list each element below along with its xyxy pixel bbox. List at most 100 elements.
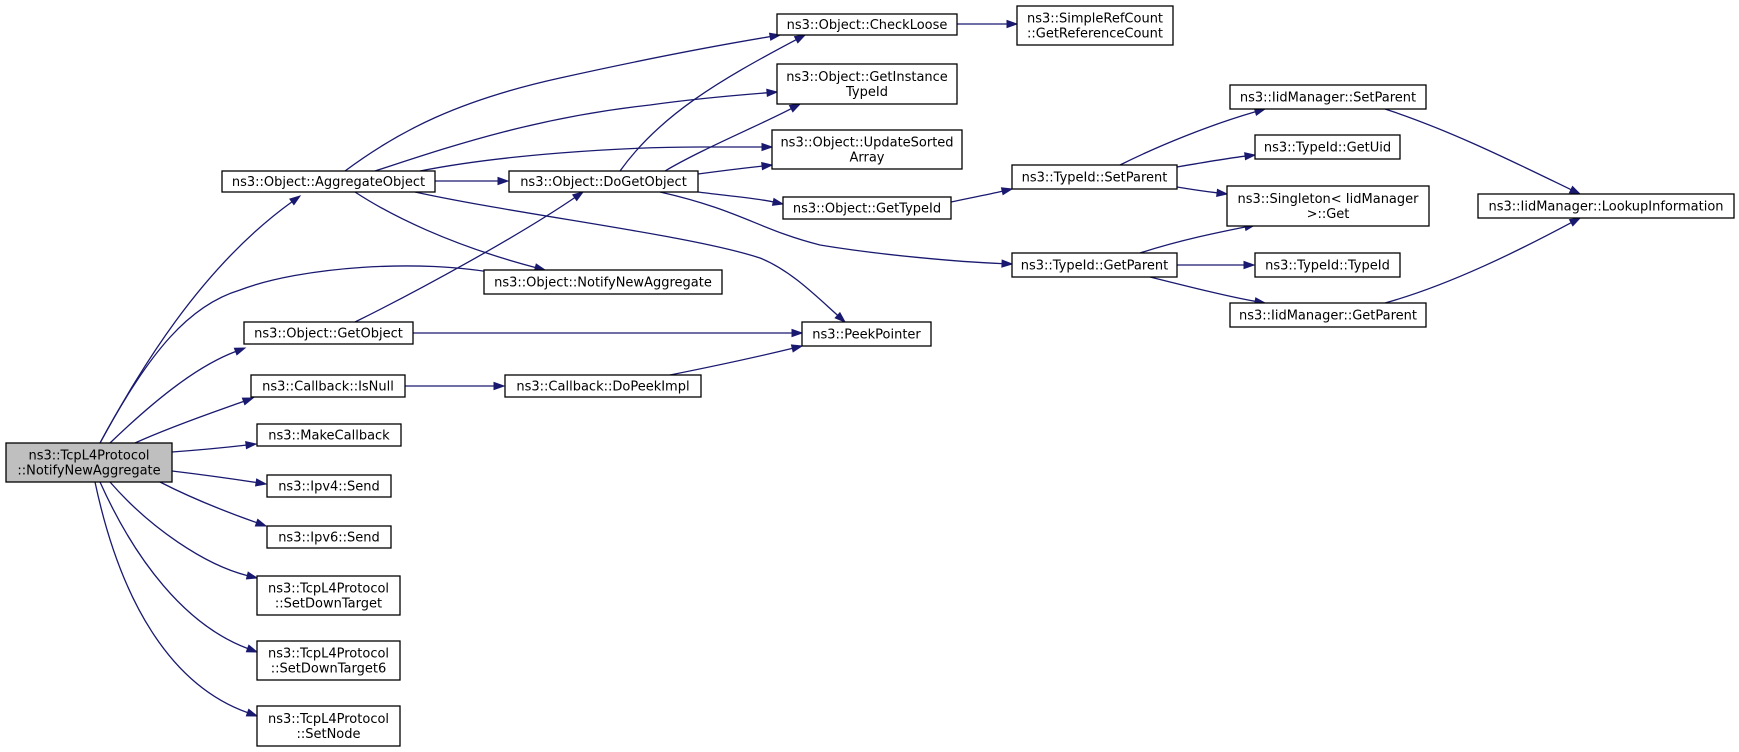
node-box[interactable] — [256, 705, 401, 747]
edges-layer — [94, 19, 1582, 717]
node-set-down-target[interactable]: ns3::TcpL4Protocol::SetDownTarget — [256, 575, 401, 616]
node-typeid-set-parent[interactable]: ns3::TypeId::SetParent — [1011, 164, 1178, 190]
node-get-reference-count[interactable]: ns3::SimpleRefCount::GetReferenceCount — [1016, 5, 1174, 46]
node-box[interactable] — [776, 13, 958, 36]
node-box[interactable] — [243, 321, 414, 345]
node-box[interactable] — [1226, 185, 1430, 227]
node-ipv6-send[interactable]: ns3::Ipv6::Send — [266, 525, 392, 549]
edge-root-to-make-callback — [171, 441, 258, 453]
edge-arrowhead — [1568, 217, 1582, 227]
edge-aggregate-object-to-check-loose — [344, 32, 782, 172]
edge-line — [344, 36, 771, 172]
edge-line — [1149, 276, 1256, 302]
node-label-line: ns3::TypeId::TypeId — [1265, 259, 1390, 274]
node-peek-pointer[interactable]: ns3::PeekPointer — [801, 321, 932, 347]
node-iid-set-parent[interactable]: ns3::IidManager::SetParent — [1229, 84, 1427, 110]
edge-arrowhead — [1006, 19, 1019, 29]
node-box[interactable] — [1254, 252, 1401, 278]
node-box[interactable] — [256, 423, 402, 447]
edge-iid-get-parent-to-lookup-information — [1384, 217, 1582, 304]
node-box[interactable] — [221, 170, 436, 193]
edge-root-to-set-node — [94, 481, 259, 717]
edge-line — [659, 191, 1003, 265]
node-typeid-typeid[interactable]: ns3::TypeId::TypeId — [1254, 252, 1401, 278]
node-box[interactable] — [250, 374, 406, 398]
edge-arrowhead — [771, 197, 785, 206]
edge-line — [94, 481, 248, 714]
node-root[interactable]: ns3::TcpL4Protocol::NotifyNewAggregate — [5, 442, 173, 483]
edge-arrowhead — [497, 176, 510, 186]
node-box[interactable] — [771, 129, 963, 170]
node-label-line: ns3::TypeId::SetParent — [1022, 171, 1168, 186]
node-box[interactable] — [1229, 302, 1427, 328]
edge-line — [99, 265, 501, 444]
node-box[interactable] — [256, 575, 401, 616]
node-box[interactable] — [266, 474, 392, 498]
node-box[interactable] — [1011, 252, 1178, 278]
edge-aggregate-object-to-object-notify-new-aggregate — [354, 191, 547, 272]
node-label-line: ns3::TcpL4Protocol — [268, 647, 389, 662]
edge-root-to-aggregate-object — [99, 195, 302, 444]
node-box[interactable] — [801, 321, 932, 347]
node-label-line: ns3::Object::GetTypeId — [793, 202, 941, 217]
node-singleton-get[interactable]: ns3::Singleton< IidManager >::Get — [1226, 185, 1430, 227]
node-box[interactable] — [1254, 134, 1401, 160]
node-box[interactable] — [508, 170, 699, 193]
node-box[interactable] — [1011, 164, 1178, 190]
node-get-object[interactable]: ns3::Object::GetObject — [243, 321, 414, 345]
edge-arrowhead — [245, 708, 259, 717]
edge-line — [664, 108, 792, 172]
node-label-line: ns3::Object::AggregateObject — [232, 175, 425, 190]
edge-typeid-get-parent-to-singleton-get — [1139, 222, 1257, 254]
edge-arrowhead — [254, 518, 268, 527]
node-box[interactable] — [483, 269, 723, 295]
node-aggregate-object[interactable]: ns3::Object::AggregateObject — [221, 170, 436, 193]
node-label-line: TypeId — [845, 85, 888, 100]
node-box[interactable] — [1477, 193, 1735, 219]
node-callback-is-null[interactable]: ns3::Callback::IsNull — [250, 374, 406, 398]
edge-line — [134, 400, 244, 444]
edge-arrowhead — [834, 311, 847, 324]
edge-aggregate-object-to-do-get-object — [434, 176, 510, 186]
node-label-line: ns3::PeekPointer — [812, 328, 921, 343]
node-box[interactable] — [266, 525, 392, 549]
node-make-callback[interactable]: ns3::MakeCallback — [256, 423, 402, 447]
node-box[interactable] — [1229, 84, 1427, 110]
node-set-down-target6[interactable]: ns3::TcpL4Protocol::SetDownTarget6 — [256, 640, 401, 681]
edge-callback-do-peek-impl-to-peek-pointer — [669, 344, 804, 376]
node-typeid-get-parent[interactable]: ns3::TypeId::GetParent — [1011, 252, 1178, 278]
node-object-get-type-id[interactable]: ns3::Object::GetTypeId — [782, 196, 952, 220]
node-object-notify-new-aggregate[interactable]: ns3::Object::NotifyNewAggregate — [483, 269, 723, 295]
node-box[interactable] — [782, 196, 952, 220]
node-label-line: ns3::TcpL4Protocol — [28, 449, 149, 464]
edge-get-object-to-do-get-object — [354, 191, 585, 323]
node-box[interactable] — [504, 374, 702, 398]
node-label-line: ::SetNode — [296, 727, 360, 742]
node-do-get-object[interactable]: ns3::Object::DoGetObject — [508, 170, 699, 193]
edge-line — [1176, 186, 1218, 194]
node-label-line: ns3::Object::GetInstance — [786, 70, 948, 85]
node-box[interactable] — [776, 63, 958, 105]
node-callback-do-peek-impl[interactable]: ns3::Callback::DoPeekImpl — [504, 374, 702, 398]
node-typeid-get-uid[interactable]: ns3::TypeId::GetUid — [1254, 134, 1401, 160]
node-box[interactable] — [256, 640, 401, 681]
node-lookup-information[interactable]: ns3::IidManager::LookupInformation — [1477, 193, 1735, 219]
edge-root-to-ipv4-send — [171, 470, 268, 487]
edge-line — [374, 92, 768, 172]
node-label-line: ns3::Object::NotifyNewAggregate — [494, 276, 712, 291]
edge-line — [171, 470, 257, 484]
node-check-loose[interactable]: ns3::Object::CheckLoose — [776, 13, 958, 36]
edge-arrowhead — [788, 103, 802, 113]
node-label-line: ns3::SimpleRefCount — [1027, 12, 1163, 27]
node-set-node[interactable]: ns3::TcpL4Protocol::SetNode — [256, 705, 401, 747]
node-ipv4-send[interactable]: ns3::Ipv4::Send — [266, 474, 392, 498]
edge-line — [354, 191, 536, 269]
node-iid-get-parent[interactable]: ns3::IidManager::GetParent — [1229, 302, 1427, 328]
edge-arrowhead — [790, 344, 804, 353]
node-box[interactable] — [1016, 5, 1174, 46]
edge-callback-is-null-to-callback-do-peek-impl — [405, 381, 506, 391]
root-node-box[interactable] — [5, 442, 173, 483]
edge-aggregate-object-to-get-instance-type-id — [374, 88, 779, 172]
